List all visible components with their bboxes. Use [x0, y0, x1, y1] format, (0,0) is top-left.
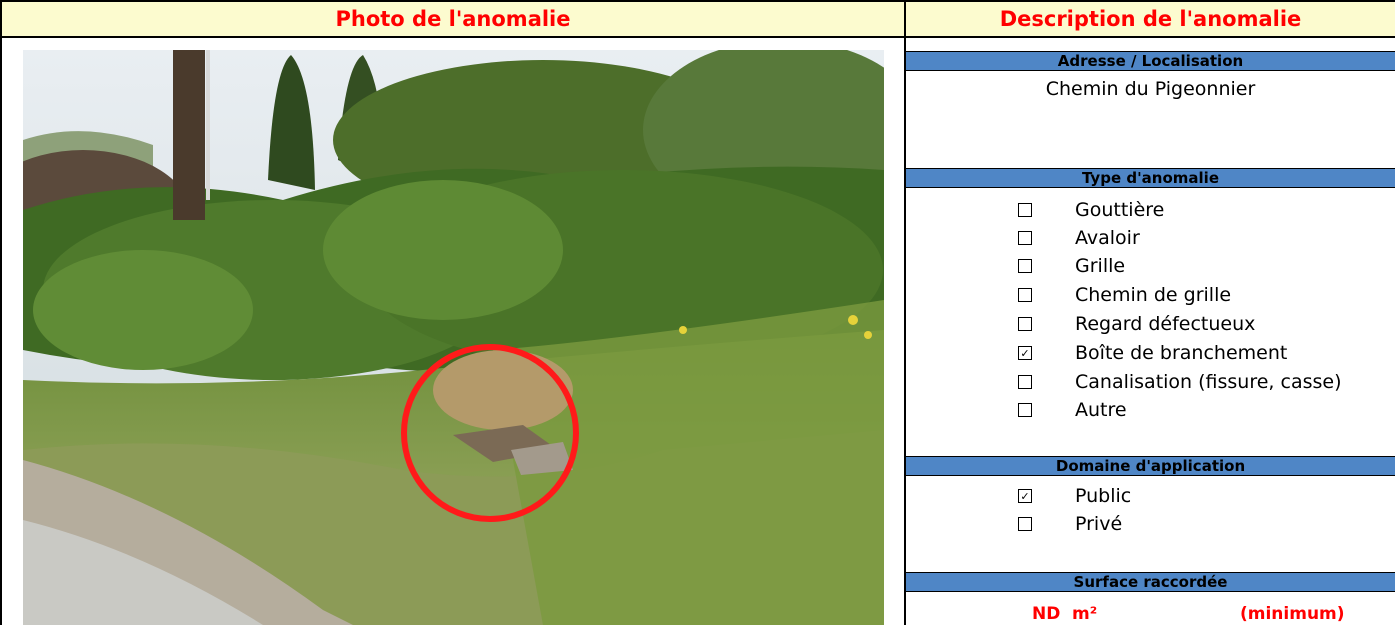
option-canalisation[interactable]: Canalisation (fissure, casse): [1018, 368, 1342, 396]
checkbox[interactable]: [1018, 375, 1032, 389]
surface-unit: m²: [1072, 604, 1098, 624]
anomaly-photo: [23, 50, 884, 625]
column-divider: [904, 2, 906, 625]
highlight-circle: [401, 344, 579, 522]
checkbox[interactable]: [1018, 203, 1032, 217]
checkbox[interactable]: [1018, 231, 1032, 245]
surface-section-header: Surface raccordée: [906, 572, 1395, 592]
address-section-title: Adresse / Localisation: [1057, 52, 1244, 70]
description-header: Description de l'anomalie: [906, 2, 1395, 38]
checkbox[interactable]: [1018, 403, 1032, 417]
option-autre[interactable]: Autre: [1018, 396, 1127, 424]
photo-title: Photo de l'anomalie: [335, 7, 571, 31]
surface-qualifier: (minimum): [1240, 604, 1345, 624]
option-avaloir[interactable]: Avaloir: [1018, 224, 1140, 252]
option-chemin-de-grille[interactable]: Chemin de grille: [1018, 281, 1231, 309]
address-value: Chemin du Pigeonnier: [1045, 78, 1256, 100]
checkbox[interactable]: [1018, 288, 1032, 302]
application-domain-section-title: Domaine d'application: [1055, 457, 1246, 475]
surface-value: ND: [1032, 604, 1061, 624]
option-prive[interactable]: Privé: [1018, 510, 1122, 538]
checkbox[interactable]: [1018, 517, 1032, 531]
anomaly-type-section-title: Type d'anomalie: [1081, 169, 1219, 187]
checkbox[interactable]: [1018, 259, 1032, 273]
checkbox[interactable]: ✓: [1018, 346, 1032, 360]
option-label: Regard défectueux: [1075, 313, 1256, 335]
checkbox[interactable]: [1018, 317, 1032, 331]
option-boite-de-branchement[interactable]: ✓ Boîte de branchement: [1018, 339, 1287, 367]
surface-row: ND m² (minimum): [906, 604, 1395, 625]
option-label: Privé: [1075, 513, 1123, 535]
option-regard-defectueux[interactable]: Regard défectueux: [1018, 310, 1255, 338]
option-label: Canalisation (fissure, casse): [1075, 371, 1342, 393]
option-label: Gouttière: [1075, 199, 1165, 221]
option-grille[interactable]: Grille: [1018, 252, 1125, 280]
photo-illustration: [23, 50, 884, 625]
checkbox[interactable]: ✓: [1018, 489, 1032, 503]
option-label: Boîte de branchement: [1075, 342, 1288, 364]
option-public[interactable]: ✓ Public: [1018, 482, 1131, 510]
application-domain-section-header: Domaine d'application: [906, 456, 1395, 476]
address-section-header: Adresse / Localisation: [906, 51, 1395, 71]
option-gouttiere[interactable]: Gouttière: [1018, 196, 1164, 224]
option-label: Avaloir: [1075, 227, 1140, 249]
surface-section-title: Surface raccordée: [1073, 573, 1228, 591]
description-title: Description de l'anomalie: [999, 7, 1302, 31]
option-label: Autre: [1075, 399, 1127, 421]
anomaly-type-section-header: Type d'anomalie: [906, 168, 1395, 188]
option-label: Public: [1075, 485, 1132, 507]
option-label: Grille: [1075, 255, 1126, 277]
option-label: Chemin de grille: [1075, 284, 1232, 306]
photo-header: Photo de l'anomalie: [2, 2, 904, 38]
